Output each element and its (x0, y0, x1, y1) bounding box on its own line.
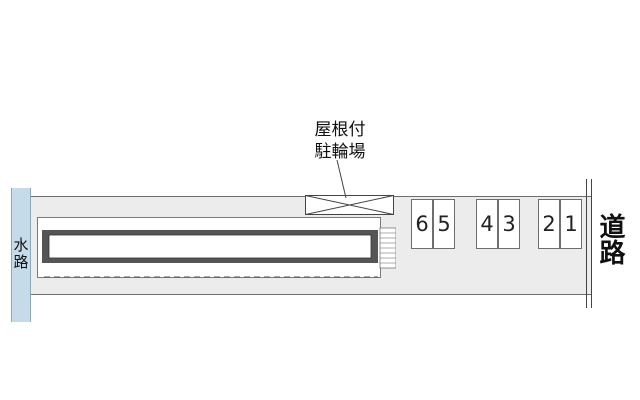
road-edge-line (591, 179, 592, 308)
stairs-icon (379, 227, 396, 269)
road-label: 道路 (595, 213, 625, 265)
parking-space-4: 4 (476, 199, 498, 249)
parking-space-2: 2 (538, 199, 560, 249)
parking-space-6: 6 (411, 199, 433, 249)
bike-parking-label-line2: 駐輪場 (314, 142, 366, 162)
bike-parking-label-line1: 屋根付 (314, 120, 366, 140)
road-edge-line (586, 179, 587, 308)
apartment-building (37, 217, 396, 278)
building-inner (48, 234, 372, 259)
bike-parking-leader-line (336, 160, 347, 199)
water-channel (11, 188, 31, 322)
water-channel-label: 水路 (11, 237, 30, 271)
bike-parking-label: 屋根付 駐輪場 (290, 119, 390, 163)
covered-bicycle-parking (305, 195, 394, 215)
parking-space-3: 3 (498, 199, 520, 249)
parking-space-5: 5 (433, 199, 455, 249)
parking-space-1: 1 (560, 199, 582, 249)
